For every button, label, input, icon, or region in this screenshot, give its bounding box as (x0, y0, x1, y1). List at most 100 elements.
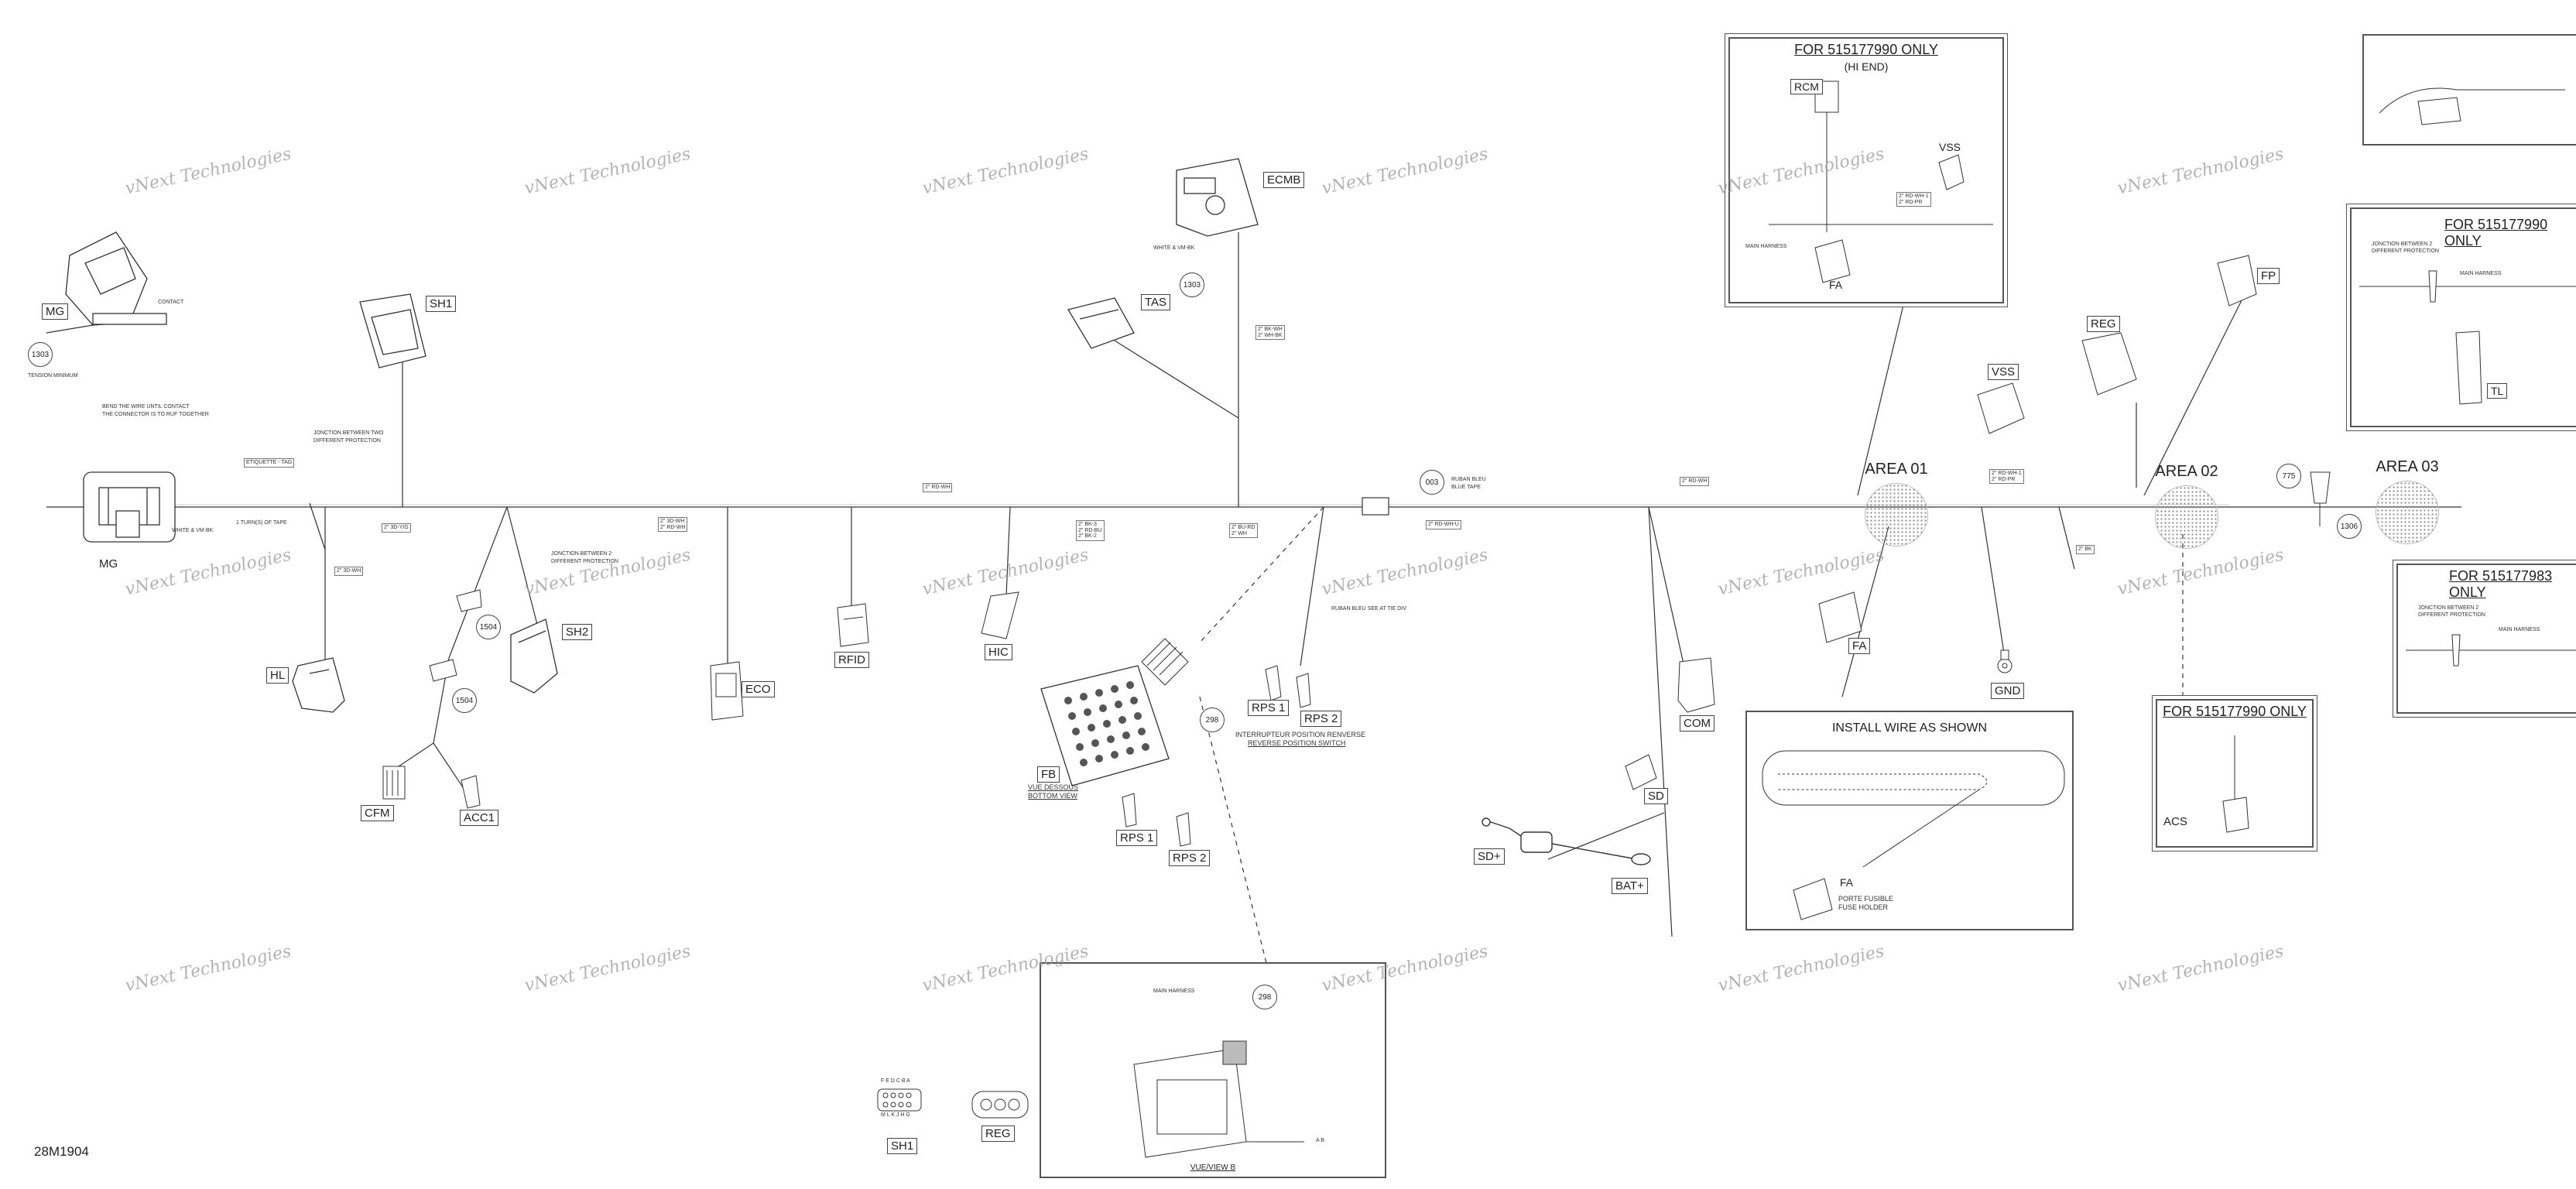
wire-tag: 2" BU-RD 2" WH (1229, 523, 1258, 539)
tl-label: TL (2487, 383, 2508, 399)
callout-298-b: 298 (1252, 985, 1277, 1009)
main-harness-note: MAIN HARNESS (2499, 627, 2540, 632)
sd-plus-label: SD+ (1474, 848, 1505, 865)
panel-tl: FOR 515177990 ONLY TL JONCTION BETWEEN 2… (2350, 207, 2576, 427)
etiquette-tag: ETIQUETTE - TAG (244, 458, 295, 468)
wire-tag: 2" 3D-WH (334, 567, 364, 576)
panel-install-wire: INSTALL WIRE AS SHOWN FA PORTE FUSIBLE F… (1745, 711, 2074, 930)
wire-tag: 2" RD-WH-U (1426, 520, 1461, 529)
hatched-area (1141, 638, 1189, 686)
sh2-connector-drawing (510, 618, 558, 694)
sh1-connector-drawing (359, 293, 426, 368)
main-harness-note: MAIN HARNESS (2460, 271, 2502, 276)
rps2-a-label: RPS 2 (1300, 711, 1342, 727)
wire-tag: 2" BK-WH 2" WH-BK (1255, 325, 1285, 341)
callout-1303-a: 1303 (28, 342, 53, 367)
panel-drawing (1769, 81, 1993, 283)
main-harness-note: MAIN HARNESS (1745, 244, 1787, 249)
junction-note-b: DIFFERENT PROTECTION (2372, 248, 2439, 254)
wire-tag: 2" RD-WH-1 2" RD-PR (1896, 192, 1931, 207)
branch-com (1648, 506, 1688, 682)
panel-drawing (2359, 270, 2576, 405)
panel-view-b: MAIN HARNESS A B VUE/VIEW B (1040, 962, 1386, 1178)
white-vm-note: WHITE & VM-BK (172, 528, 214, 533)
panel-title: FOR 515177990 ONLY (2444, 217, 2548, 248)
junction-note-2a: JONCTION BETWEEN 2 (551, 551, 612, 557)
bottom-view-en: BOTTOM VIEW (1028, 792, 1077, 800)
white-ecmb-note: WHITE & VM-BK (1153, 245, 1195, 251)
fa1-label: FA (1848, 638, 1871, 654)
panel-drawing (2379, 87, 2565, 125)
bottom-view-fr: VUE DESSOUS (1028, 783, 1079, 791)
hic-connector-drawing (981, 591, 1019, 639)
wire-tag: 2" BK (2076, 545, 2095, 554)
tas-connector-drawing (1067, 297, 1135, 349)
reverse-switch-en: REVERSE POSITION SWITCH (1248, 739, 1346, 747)
panel-drawing (1762, 750, 2065, 920)
callout-1303-b: 1303 (1180, 272, 1204, 297)
cfm-label: CFM (361, 805, 394, 821)
vss-label: VSS (1988, 364, 2019, 380)
sh1-pins-top: F E D C B A (881, 1078, 910, 1084)
fa2-label: FA (1840, 876, 1854, 889)
junction-note-b: DIFFERENT PROTECTION (2418, 612, 2485, 618)
cfm-connector-drawing (382, 766, 406, 800)
callout-775: 775 (2276, 464, 2301, 488)
hl-connector-drawing (292, 657, 345, 713)
panel-title: FOR 515177990 ONLY (2163, 704, 2307, 719)
fa3-label: FA (1829, 279, 1843, 291)
junction-note-a: JONCTION BETWEEN 2 (2418, 605, 2479, 611)
ecmb-label: ECMB (1263, 172, 1305, 188)
rfid-connector-drawing (837, 603, 869, 647)
main-harness-note: MAIN HARNESS (1153, 989, 1195, 994)
wire-tag: 2" RD-WH (1680, 477, 1710, 486)
mg-top-label: MG (42, 303, 69, 320)
junction-note-1b: DIFFERENT PROTECTION (313, 438, 381, 444)
hic-label: HIC (985, 644, 1012, 660)
bend-note-1: BEND THE WIRE UNTIL CONTACT (102, 404, 190, 409)
area-hatch (1865, 483, 1928, 547)
panel-top-right (2362, 34, 2576, 146)
branch-sh2 (448, 506, 508, 659)
panel-title: FOR 515177990 ONLY (1794, 42, 1938, 57)
fuse-holder-fr: PORTE FUSIBLE (1838, 895, 1893, 903)
wire-tag: 2" 3D-WH 2" RD-WH (658, 517, 688, 533)
callout-1504-a: 1504 (476, 615, 501, 639)
sh1-bottom-label: SH1 (887, 1138, 918, 1154)
reverse-switch-fr: INTERRUPTEUR POSITION RENVERSE (1235, 731, 1366, 738)
rps2-b-label: RPS 2 (1169, 850, 1211, 866)
area-01: AREA 01 (1858, 461, 1935, 547)
rfid-label: RFID (834, 652, 869, 668)
panel-515177983: FOR 515177983 ONLY JONCTION BETWEEN 2 DI… (2396, 564, 2576, 714)
eco-label: ECO (742, 681, 775, 697)
sh2-label: SH2 (562, 624, 593, 640)
fuse-holder-en: FUSE HOLDER (1838, 903, 1889, 911)
acs-label: ACS (2163, 815, 2187, 828)
ruban-note-2: BLUE TAPE (1451, 485, 1481, 490)
callout-298-a: 298 (1200, 708, 1225, 732)
branch-fb (1199, 506, 1324, 643)
bend-note-2: THE CONNECTOR IS TO RUF TOGETHER (102, 412, 209, 417)
gnd-label: GND (1991, 683, 2025, 699)
panel-drawing (2222, 735, 2249, 833)
junction-note-a: JONCTION BETWEEN 2 (2372, 242, 2433, 247)
panel-hi-end: FOR 515177990 ONLY (HI END) RCM VSS FA M… (1728, 37, 2004, 303)
area-title: AREA 01 (1865, 461, 1928, 478)
tas-label: TAS (1141, 294, 1171, 310)
mg-top-connector-drawing (65, 231, 167, 326)
panel-drawing (1133, 1040, 1304, 1158)
panel-title: INSTALL WIRE AS SHOWN (1831, 721, 1988, 735)
area-hatch (2376, 481, 2439, 544)
area-03: AREA 03 (2369, 458, 2446, 544)
panel-subtitle: (HI END) (1844, 60, 1889, 73)
mg-main-connector-drawing (83, 471, 176, 543)
com-label: COM (1680, 715, 1714, 732)
leader-area01 (1857, 301, 1905, 496)
hl-label: HL (266, 667, 289, 684)
com-connector-drawing (1677, 657, 1715, 713)
ruban-note-1: RUBAN BLEU (1451, 477, 1486, 482)
ruban-see-note: RUBAN BLEU SEE AT TIE DIV (1331, 606, 1406, 612)
rps1-a-label: RPS 1 (1248, 700, 1290, 716)
ecmb-connector-drawing (1176, 158, 1259, 237)
contact-note: CONTACT (158, 300, 184, 305)
